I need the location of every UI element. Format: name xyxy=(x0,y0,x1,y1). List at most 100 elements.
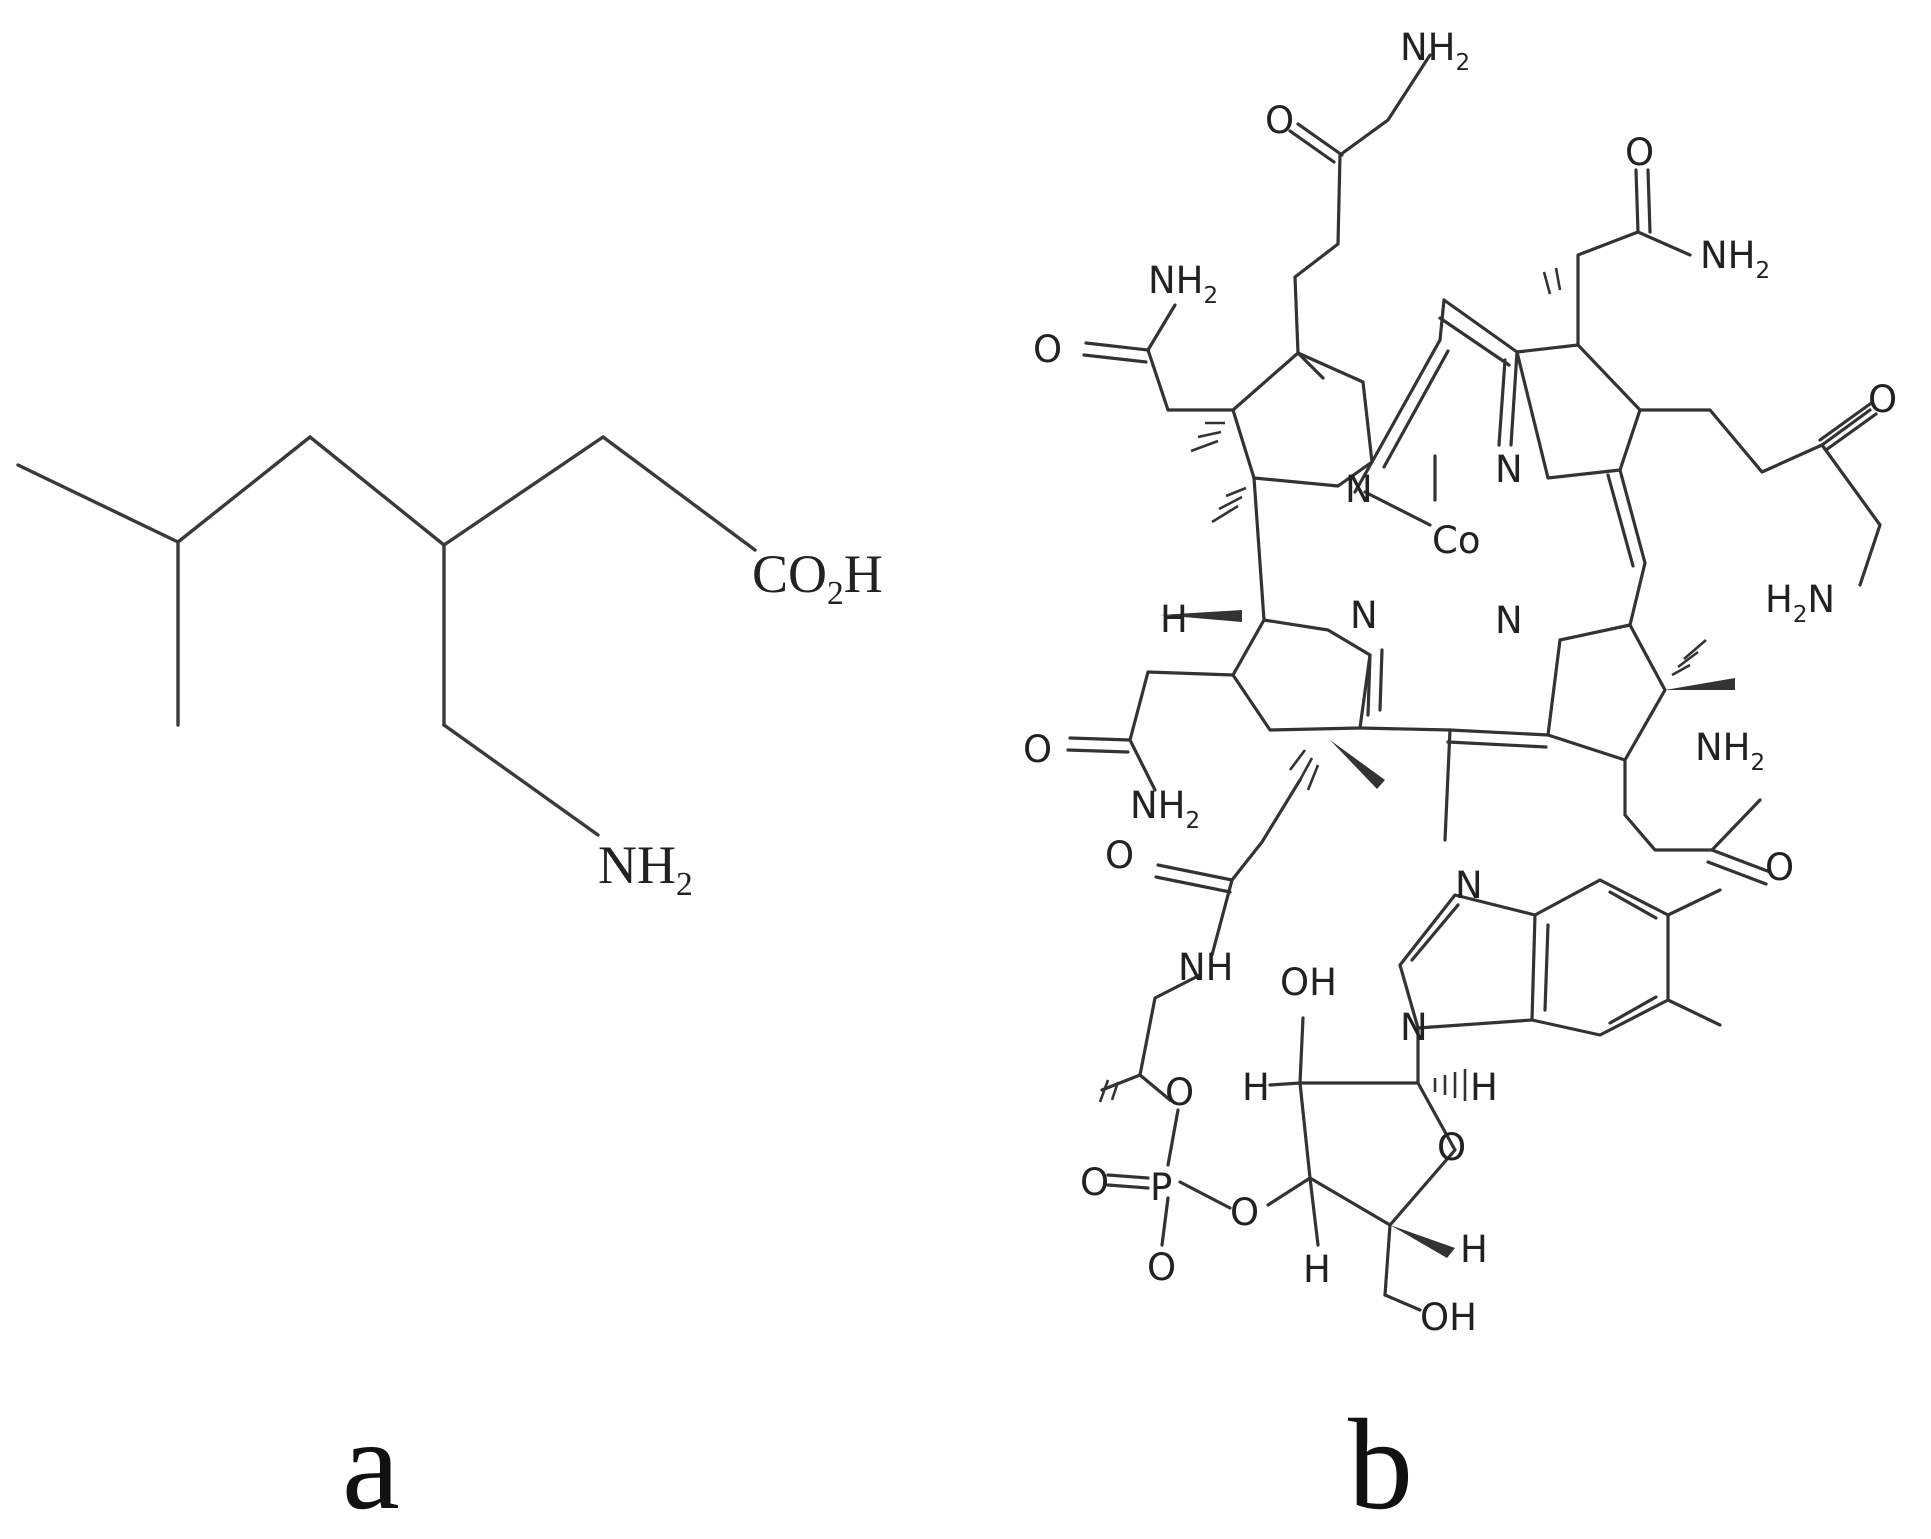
bond xyxy=(1646,168,1652,234)
bond xyxy=(1546,623,1667,762)
bond xyxy=(1438,316,1511,367)
panel-label-a: a xyxy=(342,1393,400,1537)
atom-label: NH2 xyxy=(1148,259,1218,309)
bond xyxy=(1296,122,1344,157)
atom-label: O xyxy=(1230,1191,1259,1234)
atom-label: NH2 xyxy=(1700,234,1770,284)
bond xyxy=(1178,1180,1232,1210)
stereo-hash xyxy=(1542,267,1562,295)
bond xyxy=(1608,995,1658,1025)
bond xyxy=(1706,860,1768,886)
bond xyxy=(1638,408,1872,474)
bond xyxy=(1068,736,1132,742)
hash-line xyxy=(1190,439,1219,453)
bond xyxy=(1353,460,1374,494)
bond xyxy=(601,435,757,552)
stereo-hash xyxy=(1190,421,1247,524)
hash-line xyxy=(1683,639,1707,660)
atom-label: NH2 xyxy=(1695,726,1765,776)
bond xyxy=(1288,129,1336,164)
atom-label: H xyxy=(1470,1066,1498,1109)
atom-label: O xyxy=(1765,846,1794,889)
bond xyxy=(1618,468,1647,565)
hash-line xyxy=(1211,504,1239,524)
atom-label: N xyxy=(1455,864,1483,907)
bond xyxy=(442,723,600,837)
bond xyxy=(1623,758,1762,852)
atom-label: N xyxy=(1495,448,1523,491)
bond xyxy=(1166,1108,1180,1167)
bond xyxy=(1383,1293,1422,1312)
bond xyxy=(1106,1173,1150,1180)
wedge-bond xyxy=(1665,678,1735,690)
hash-line xyxy=(1542,271,1552,295)
atom-label: O xyxy=(1147,1246,1176,1289)
atom-label: H xyxy=(1160,598,1188,641)
hash-line xyxy=(1288,749,1307,771)
bond xyxy=(1443,728,1452,842)
bond xyxy=(1298,1016,1305,1085)
bond xyxy=(1160,1196,1170,1247)
atom-label: O xyxy=(1437,1126,1466,1169)
atom-label: OH xyxy=(1280,961,1337,1004)
bond xyxy=(1100,973,1202,1092)
bond xyxy=(1146,303,1235,412)
bond xyxy=(308,435,446,547)
hash-line xyxy=(1098,1079,1110,1103)
bond xyxy=(1446,740,1548,749)
atom-label: O xyxy=(1033,328,1062,371)
bond xyxy=(1410,903,1460,962)
atom-label: N xyxy=(1495,599,1523,642)
bond xyxy=(1710,848,1772,874)
atom-label: H xyxy=(1303,1248,1331,1291)
hash-line xyxy=(1677,650,1699,669)
bond xyxy=(1268,1081,1302,1087)
bond xyxy=(1666,998,1722,1027)
bond xyxy=(1497,358,1507,447)
atom-label: N xyxy=(1400,1006,1428,1049)
atom-label: O xyxy=(1625,131,1654,174)
bond xyxy=(1383,1223,1392,1297)
hash-line xyxy=(1671,663,1691,677)
atom-label: O xyxy=(1265,99,1294,142)
atom-label: O xyxy=(1868,378,1897,421)
bond xyxy=(1084,341,1150,352)
bond xyxy=(1066,748,1130,754)
cobalamin-skeleton xyxy=(1066,53,1882,1312)
hash-line xyxy=(1225,486,1247,498)
carboxyl-label: CO2H xyxy=(752,544,883,612)
panel-a-structure: CO2H NH2 a xyxy=(16,435,883,1537)
bond xyxy=(1606,473,1635,568)
bond xyxy=(1308,1176,1320,1247)
atom-label: O xyxy=(1023,728,1052,771)
bond xyxy=(1378,648,1384,712)
hash-line xyxy=(1306,764,1320,791)
hash-line xyxy=(1554,267,1562,291)
bond xyxy=(1509,350,1519,447)
atom-label: N xyxy=(1350,594,1378,637)
bond xyxy=(1448,728,1550,737)
amine-label: NH2 xyxy=(598,835,693,903)
bond xyxy=(1820,443,1882,587)
bond xyxy=(442,435,605,547)
bond xyxy=(1363,490,1432,527)
bond xyxy=(1515,343,1642,480)
bond xyxy=(1824,412,1878,452)
atom-label: Co xyxy=(1432,519,1480,562)
bond xyxy=(1442,298,1519,354)
bond xyxy=(1106,1183,1150,1190)
atom-label: O xyxy=(1080,1161,1109,1204)
atom-label: O xyxy=(1165,1071,1194,1114)
bond xyxy=(1366,653,1372,717)
atom-label: O xyxy=(1105,834,1134,877)
bond xyxy=(1082,353,1148,364)
bond xyxy=(1358,726,1452,732)
atom-label: NH2 xyxy=(1400,26,1470,76)
bond xyxy=(176,435,312,544)
bond xyxy=(1210,778,1302,957)
wedge-bond xyxy=(1330,740,1385,789)
bond xyxy=(1231,476,1372,732)
